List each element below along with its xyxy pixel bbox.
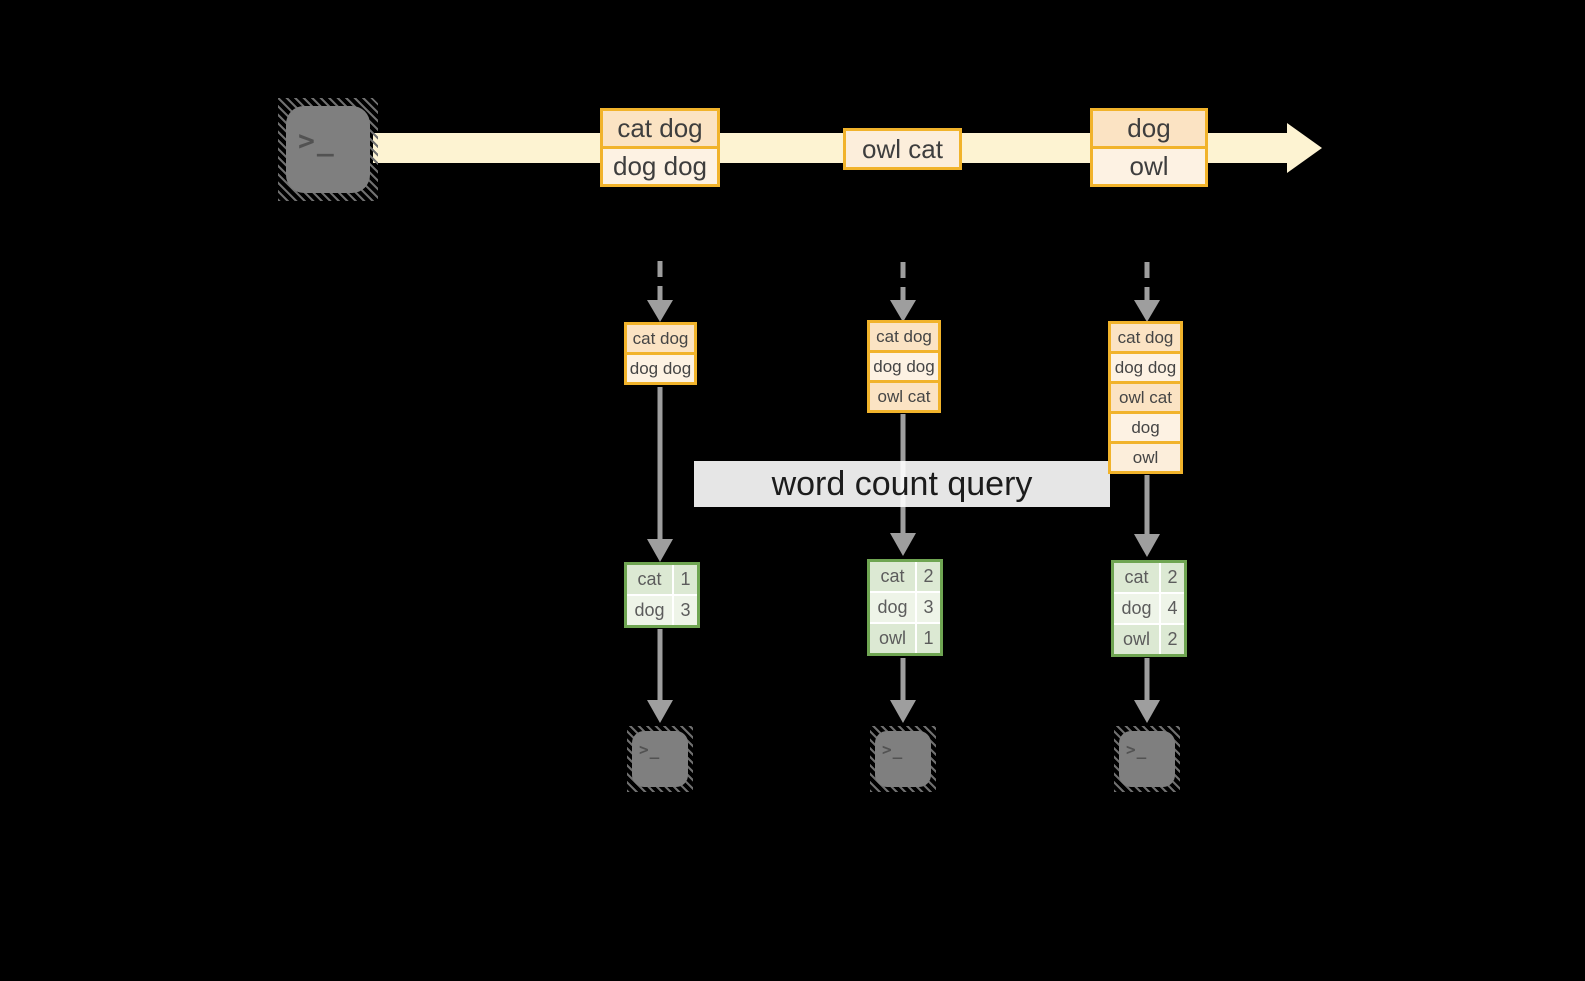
ingest-arrow bbox=[647, 261, 673, 322]
terminal-prompt-icon: >_ bbox=[1126, 740, 1148, 759]
table-cell-word: dog bbox=[627, 596, 672, 625]
word-count-query-banner: word count query bbox=[694, 461, 1110, 507]
terminal-prompt-icon: >_ bbox=[882, 740, 904, 759]
table-cell-word: owl bbox=[870, 624, 915, 653]
message-stack: cat dog dog dog owl cat dog owl bbox=[1108, 321, 1183, 474]
consumer-terminal-icon: >_ bbox=[1114, 726, 1180, 792]
message-stack: cat dog dog dog bbox=[624, 322, 697, 385]
stack-row: owl cat bbox=[1111, 384, 1180, 411]
table-cell-count: 2 bbox=[1161, 625, 1184, 654]
output-arrow bbox=[890, 658, 916, 723]
consumer-terminal-icon: >_ bbox=[627, 726, 693, 792]
stack-row: dog bbox=[1111, 414, 1180, 441]
terminal-screen bbox=[875, 731, 931, 787]
terminal-prompt-icon: >_ bbox=[639, 740, 661, 759]
terminal-prompt-icon: >_ bbox=[298, 124, 336, 157]
stream-arrowhead-icon bbox=[1287, 123, 1322, 173]
query-arrow bbox=[1134, 475, 1160, 557]
table-cell-word: cat bbox=[627, 565, 672, 594]
stream-event-line: owl bbox=[1093, 149, 1205, 184]
ingest-arrow bbox=[1134, 262, 1160, 322]
table-cell-count: 2 bbox=[1161, 563, 1184, 592]
terminal-screen bbox=[1119, 731, 1175, 787]
stack-row: dog dog bbox=[627, 355, 694, 382]
stack-row: dog dog bbox=[870, 353, 938, 380]
stream-event-line: dog bbox=[1093, 111, 1205, 146]
count-table: cat 1 dog 3 bbox=[624, 562, 700, 628]
table-cell-word: cat bbox=[870, 562, 915, 591]
table-cell-word: dog bbox=[870, 593, 915, 622]
table-cell-word: dog bbox=[1114, 594, 1159, 623]
consumer-terminal-icon: >_ bbox=[870, 726, 936, 792]
stack-row: owl bbox=[1111, 444, 1180, 471]
table-cell-word: owl bbox=[1114, 625, 1159, 654]
ingest-arrow bbox=[890, 262, 916, 322]
producer-terminal-icon: >_ bbox=[278, 98, 378, 201]
stream-event-line: cat dog bbox=[603, 111, 717, 146]
stack-row: owl cat bbox=[870, 383, 938, 410]
table-cell-count: 3 bbox=[674, 596, 697, 625]
stream-event-line: dog dog bbox=[603, 149, 717, 184]
stack-row: cat dog bbox=[870, 323, 938, 350]
output-arrow bbox=[1134, 658, 1160, 723]
stream-event-line: owl cat bbox=[846, 131, 959, 167]
table-cell-count: 1 bbox=[917, 624, 940, 653]
stack-row: cat dog bbox=[1111, 324, 1180, 351]
table-cell-count: 2 bbox=[917, 562, 940, 591]
terminal-screen bbox=[632, 731, 688, 787]
output-arrow bbox=[647, 629, 673, 723]
count-table: cat 2 dog 4 owl 2 bbox=[1111, 560, 1187, 657]
stream-event-box: cat dog dog dog bbox=[600, 108, 720, 187]
table-cell-count: 3 bbox=[917, 593, 940, 622]
stream-event-box: owl cat bbox=[843, 128, 962, 170]
stream-event-box: dog owl bbox=[1090, 108, 1208, 187]
table-cell-count: 1 bbox=[674, 565, 697, 594]
query-arrow bbox=[647, 387, 673, 562]
message-stack: cat dog dog dog owl cat bbox=[867, 320, 941, 413]
count-table: cat 2 dog 3 owl 1 bbox=[867, 559, 943, 656]
stack-row: cat dog bbox=[627, 325, 694, 352]
table-cell-word: cat bbox=[1114, 563, 1159, 592]
terminal-screen bbox=[286, 106, 370, 193]
table-cell-count: 4 bbox=[1161, 594, 1184, 623]
stack-row: dog dog bbox=[1111, 354, 1180, 381]
